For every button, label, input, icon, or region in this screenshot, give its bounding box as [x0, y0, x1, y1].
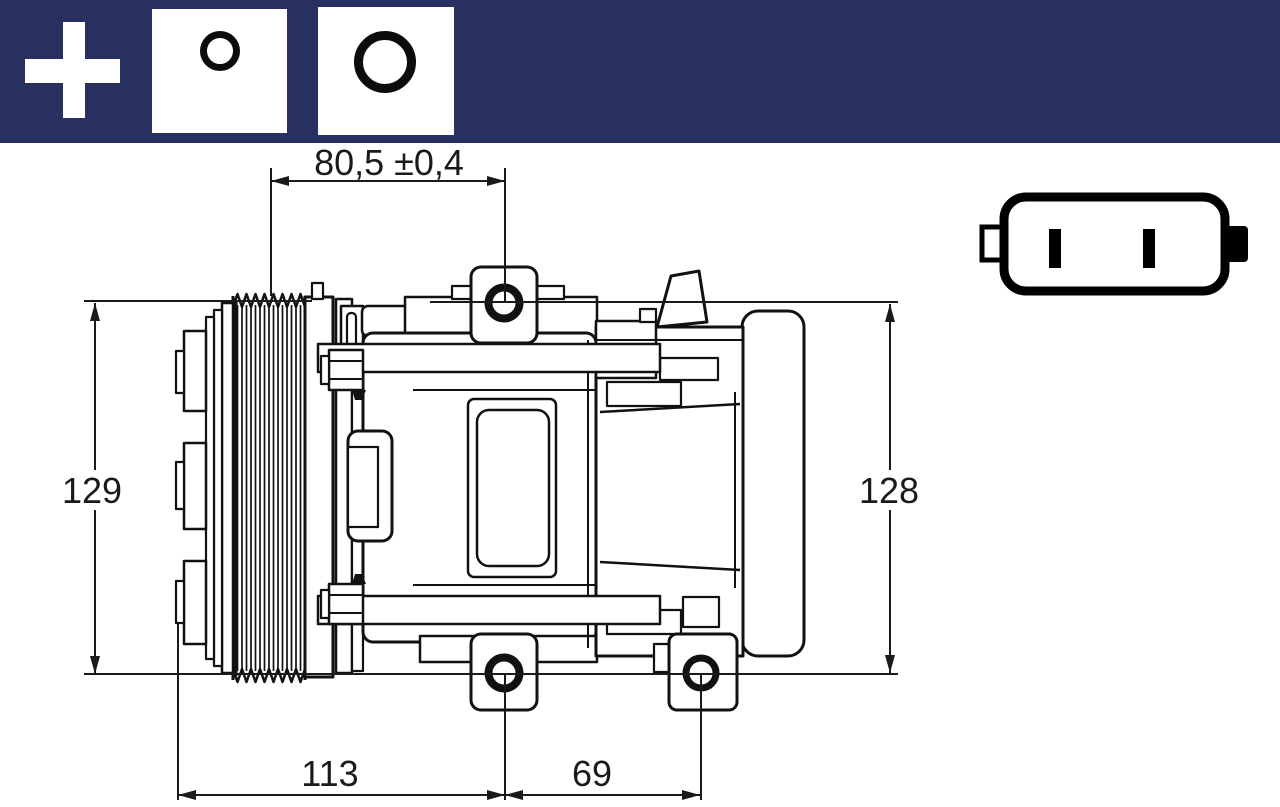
compressor-part [174, 265, 806, 712]
clutch-pulley [174, 281, 335, 684]
small-ring-glyph [200, 31, 240, 71]
dimension-arrowheads [90, 176, 895, 800]
dim-right-height-label: 128 [859, 470, 919, 511]
top-fin [655, 269, 709, 329]
dim-left-height-label: 129 [62, 470, 122, 511]
connector-pin [1143, 229, 1155, 268]
small-ring-icon[interactable] [152, 9, 287, 133]
hex-bolt-top [319, 348, 366, 400]
hex-bolt-bottom [319, 574, 366, 626]
tie-bar-top [316, 342, 662, 374]
large-ring-glyph [354, 31, 416, 93]
label-backer [857, 470, 921, 510]
dim-top-width-label: 80,5 ±0,4 [314, 142, 464, 183]
dim-bottom-left-label: 113 [301, 753, 358, 794]
header-bar [0, 0, 1280, 143]
dim-bottom-right-label: 69 [572, 753, 612, 794]
large-ring-icon[interactable] [318, 7, 454, 135]
electrical-connector-2pin-icon [979, 192, 1248, 296]
connector-pin [1049, 229, 1061, 268]
dimension-lines [84, 168, 898, 800]
label-backer [61, 470, 125, 510]
plus-icon[interactable] [25, 59, 120, 83]
tie-bar-bottom [316, 594, 662, 626]
